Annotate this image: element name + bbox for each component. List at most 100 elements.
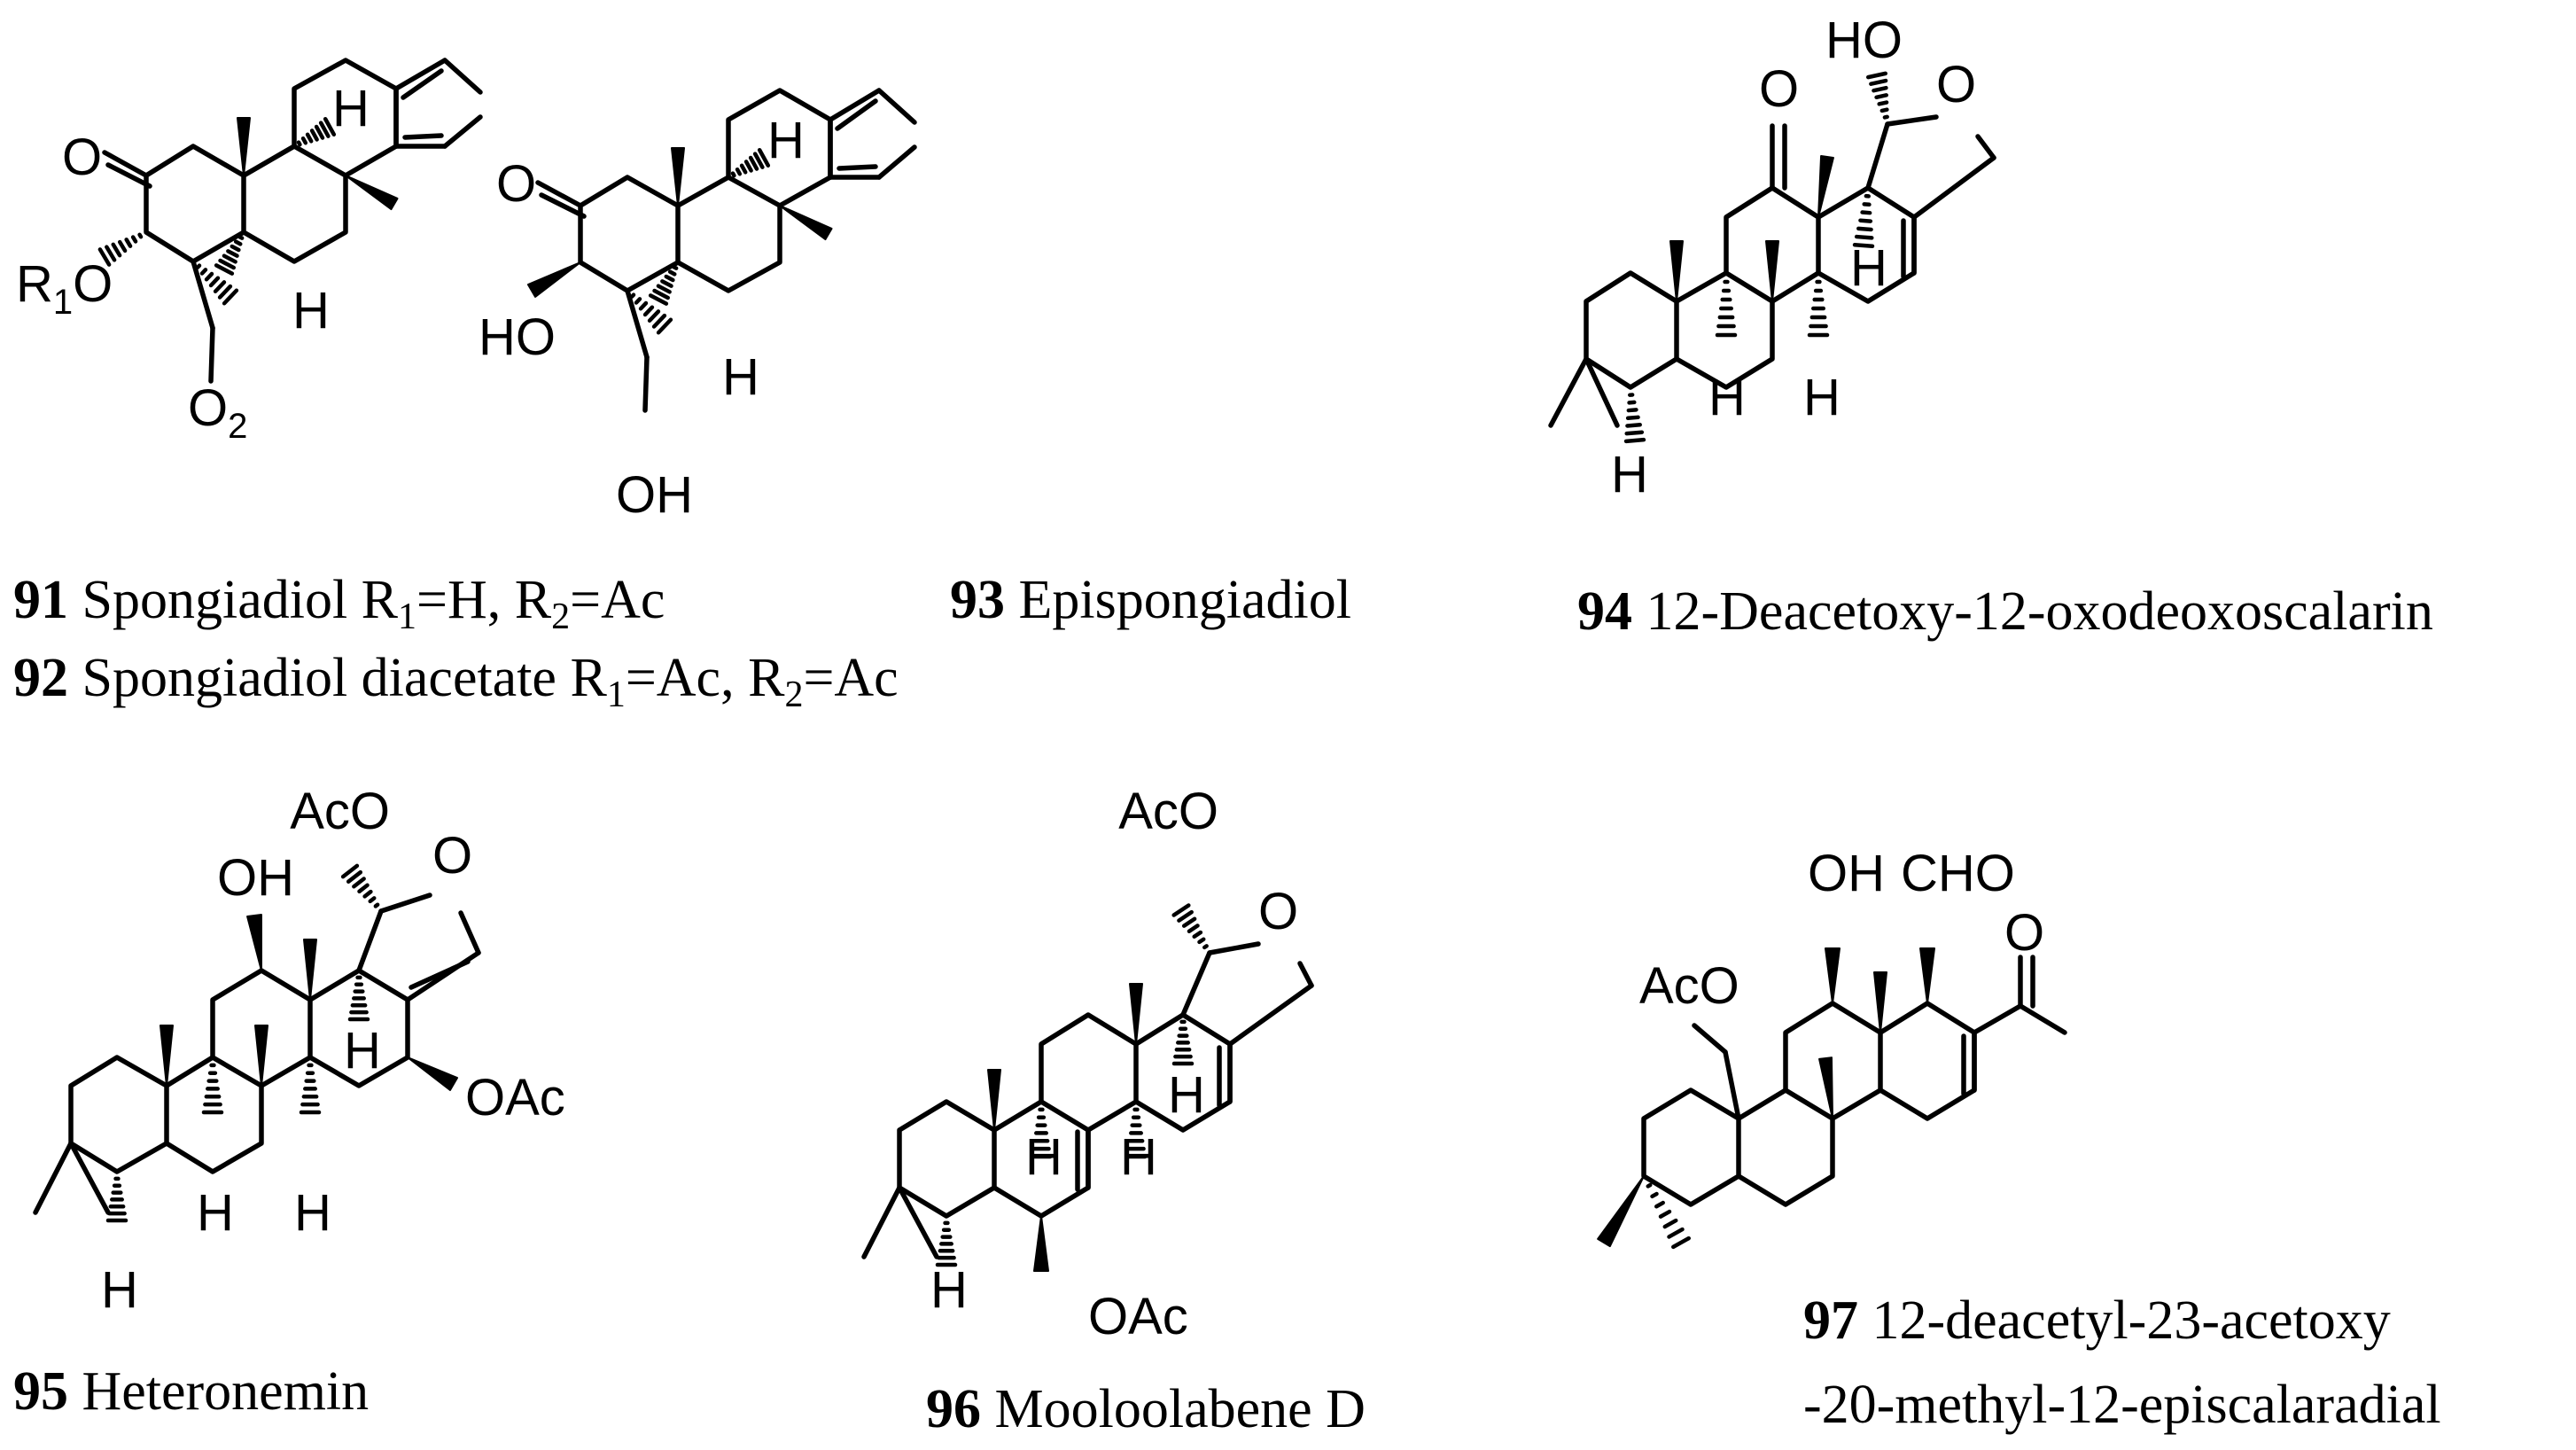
atom-91-h4: H [292, 282, 330, 339]
caption-92: 92 Spongiadiol diacetate R1=Ac, R2=Ac [13, 648, 899, 715]
bond-96-gem1 [861, 1185, 902, 1259]
bond-97-gem1 [1597, 1175, 1645, 1248]
ring-91-B [241, 144, 348, 264]
bond-97-gem2 [1646, 1182, 1691, 1250]
bond-95-me13 [303, 939, 317, 1001]
bond-94-e1 [1865, 121, 1890, 191]
bond-91-h4 [195, 263, 239, 306]
ring-94-B [1674, 270, 1775, 390]
bond-94-e2 [1885, 114, 1939, 127]
bond-93-ch2b [642, 355, 650, 413]
bond-97-ch2 [1723, 1049, 1741, 1121]
bond-93-oh3 [526, 261, 581, 298]
atom-96-o-ring: O [1258, 883, 1298, 940]
bond-91-furan-a2 [401, 68, 444, 100]
bond-95-h5 [105, 1176, 128, 1223]
bond-93-furan-d2 [837, 164, 878, 171]
atom-97-oh: OH [1808, 845, 1885, 902]
ring-97-D [1878, 1001, 1977, 1121]
atom-93-ketone-o: O [496, 155, 536, 213]
bond-97-acetyl [1972, 1003, 2023, 1035]
bond-96-e1 [1180, 950, 1212, 1017]
bond-96-e4 [1227, 983, 1314, 1047]
atom-93-oh: OH [616, 466, 693, 524]
atom-96-oac: OAc [1088, 1288, 1188, 1345]
ring-97-C [1783, 1001, 1883, 1121]
bond-94-me8 [1765, 240, 1779, 302]
ring-95-B [164, 1055, 264, 1174]
bond-97-oh [1825, 947, 1841, 1004]
bond-93-ketone [535, 180, 583, 208]
bond-93-furan-a [828, 88, 882, 122]
bond-95-e3 [458, 910, 481, 955]
atom-95-h9: H [197, 1184, 234, 1242]
atom-97-acetyl-o: O [2004, 904, 2044, 962]
ring-95-D [307, 968, 410, 1088]
bond-96-h5 [935, 1220, 958, 1267]
ring-97-B [1736, 1088, 1835, 1207]
bond-95-e2 [378, 893, 432, 914]
caption-93: 93 Epispongiadiol [950, 570, 1351, 630]
atom-95-h18: H [344, 1022, 381, 1080]
bond-93-furan-b [876, 88, 917, 125]
atom-94-o-ring: O [1936, 56, 1976, 113]
bond-95-me10 [160, 1025, 174, 1087]
bond-97-cho [1919, 947, 1935, 1004]
bond-91-o3 [97, 232, 144, 267]
atom-95-h5: H [101, 1261, 138, 1319]
bond-93-ch2 [625, 288, 650, 360]
atom-97-cho: CHO [1901, 845, 2015, 902]
bond-91-h5 [214, 235, 245, 276]
ring-95-C [210, 968, 313, 1088]
caption-97a: 97 12-deacetyl-23-acetoxy [1803, 1290, 2391, 1351]
atom-96-h14: H [1120, 1128, 1157, 1186]
ring-97-A [1641, 1088, 1741, 1207]
ring-93-B [675, 175, 782, 293]
bond-93-h5 [648, 265, 679, 306]
bond-91-me10 [237, 117, 251, 176]
bond-96-me10 [987, 1069, 1001, 1131]
atom-95-o-ring: O [432, 827, 472, 885]
atom-96-h5: H [930, 1261, 968, 1319]
bond-96-oac6 [1033, 1215, 1049, 1272]
captions: 91 Spongiadiol R1=H, R2=Ac 92 Spongiadiol… [13, 570, 2441, 1439]
ring-91-C [292, 58, 399, 178]
atom-95-aco-top: AcO [290, 783, 390, 840]
atom-93-ho: HO [479, 308, 556, 366]
atom-94-ketone-o: O [1759, 60, 1799, 118]
bond-94-h18 [1852, 193, 1875, 249]
bond-93-ketone2 [539, 192, 587, 219]
atom-94-h5: H [1611, 446, 1648, 503]
bond-91-furan-a [393, 58, 447, 91]
bond-91-ch2b [208, 325, 215, 384]
bond-95-oac16 [407, 1056, 458, 1091]
ring-96-A [897, 1099, 997, 1219]
atom-91-or1: R1O [16, 255, 113, 322]
atom-93-h4: H [722, 348, 759, 406]
bond-96-oac [1171, 903, 1209, 950]
caption-95: 95 Heteronemin [13, 1361, 369, 1422]
bond-96-e3 [1297, 961, 1314, 988]
atom-91-ketone-o: O [62, 129, 102, 186]
bond-95-oh [246, 913, 262, 971]
bond-91-h9 [296, 116, 337, 147]
bond-93-me10 [671, 147, 685, 207]
bond-93-furan-c [876, 144, 917, 180]
bond-95-h9 [201, 1063, 224, 1115]
bond-91-c10c9 [241, 144, 297, 178]
atom-95-oac: OAc [465, 1069, 565, 1126]
caption-91: 91 Spongiadiol R1=H, R2=Ac [13, 570, 665, 637]
ring-93-C [726, 88, 833, 208]
bond-93-h4 [629, 292, 673, 335]
atom-96-aco-top: AcO [1118, 783, 1218, 840]
bond-95-e4b [409, 959, 471, 990]
bond-91-ketone2 [105, 162, 152, 189]
caption-97b: -20-methyl-12-episcalaradial [1803, 1375, 2441, 1435]
atom-91-h9: H [332, 80, 370, 137]
bond-95-gem1 [33, 1141, 74, 1215]
